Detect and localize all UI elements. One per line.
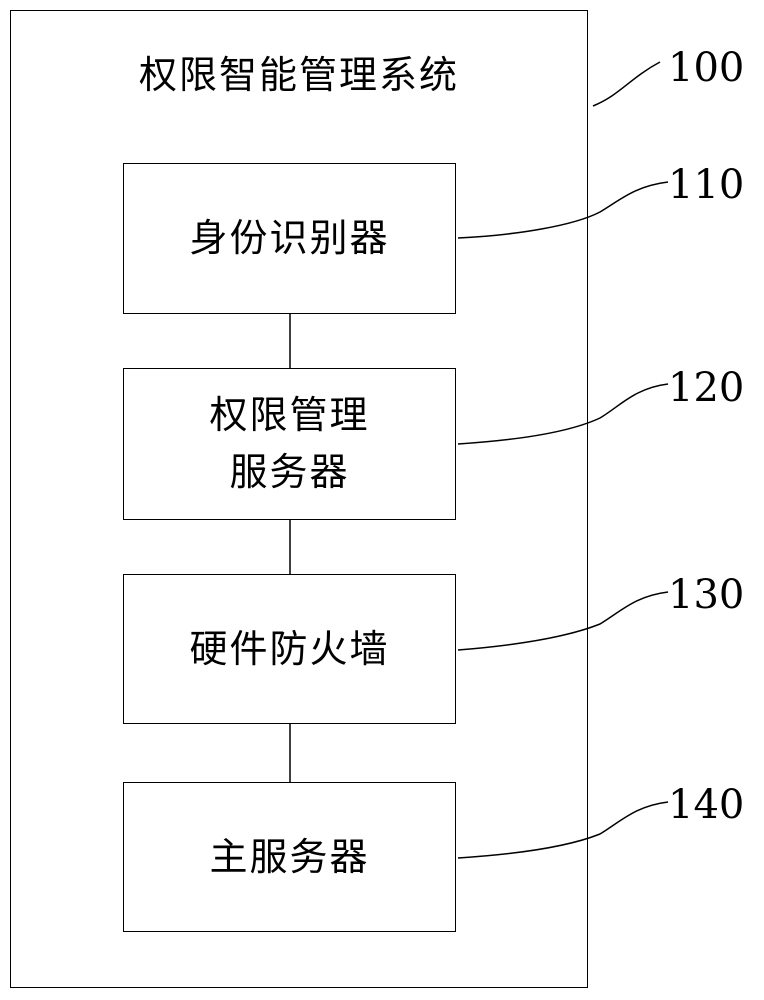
leader-140 (457, 801, 669, 859)
leader-130 (457, 591, 669, 651)
ref-numeral-130: 130 (668, 572, 745, 618)
permission-management-server-label-line1: 权限管理 (209, 393, 370, 437)
leader-120 (457, 383, 669, 445)
system-title: 权限智能管理系统 (138, 53, 459, 97)
ref-numeral-100: 100 (668, 45, 745, 91)
identity-recognizer-block: 身份识别器 (123, 163, 456, 314)
main-server-block: 主服务器 (123, 782, 456, 932)
leader-100 (592, 61, 661, 107)
ref-numeral-140: 140 (668, 782, 745, 828)
ref-numeral-120: 120 (668, 365, 745, 411)
hardware-firewall-label: 硬件防火墙 (189, 626, 390, 671)
main-server-label: 主服务器 (209, 834, 370, 879)
leader-110 (457, 181, 669, 239)
permission-management-server-block: 权限管理 服务器 (123, 368, 456, 520)
system-boundary: 权限智能管理系统 (10, 10, 588, 988)
identity-recognizer-label: 身份识别器 (189, 216, 390, 260)
ref-numeral-110: 110 (668, 162, 745, 208)
permission-management-server-label-line2: 服务器 (229, 450, 350, 494)
hardware-firewall-block: 硬件防火墙 (123, 574, 456, 724)
